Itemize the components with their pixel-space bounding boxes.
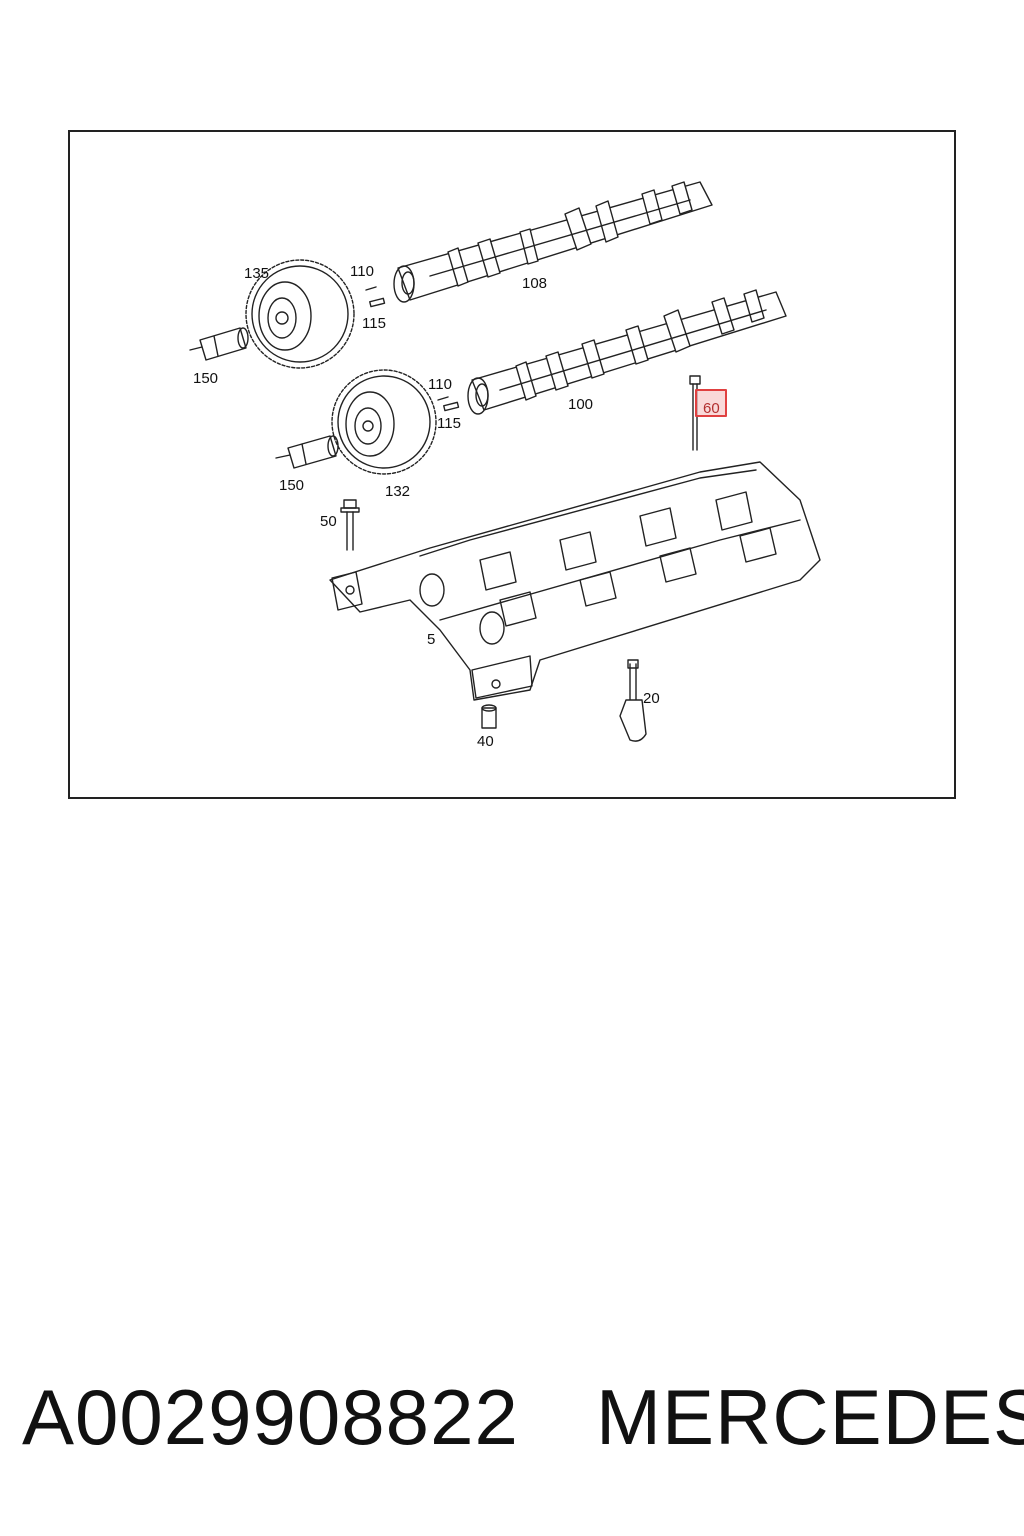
callout-100: 100 bbox=[568, 396, 593, 413]
callout-40: 40 bbox=[477, 733, 494, 750]
callout-20: 20 bbox=[643, 690, 660, 707]
camshaft-carrier-5 bbox=[329, 461, 821, 701]
diagram-frame bbox=[68, 130, 956, 799]
callout-60: 60 bbox=[703, 400, 720, 417]
brand-name: MERCEDES bbox=[596, 1373, 1024, 1461]
callout-110-upper: 110 bbox=[350, 263, 374, 280]
callout-115-upper: 115 bbox=[362, 315, 386, 332]
bolt-50 bbox=[340, 499, 360, 551]
sensor-20 bbox=[619, 659, 647, 742]
camshaft-adjuster-132 bbox=[331, 369, 437, 475]
callout-50: 50 bbox=[320, 513, 337, 530]
camshaft-adjuster-135 bbox=[245, 259, 355, 369]
part-number: A0029908822 bbox=[22, 1373, 519, 1461]
callout-110-lower: 110 bbox=[428, 376, 452, 393]
highlight-box-60 bbox=[695, 389, 727, 417]
camshaft-108 bbox=[393, 181, 713, 303]
pins-110-115-lower bbox=[437, 396, 460, 412]
camshaft-100 bbox=[467, 289, 787, 415]
footer: A0029908822 MERCEDES bbox=[0, 1372, 1024, 1472]
pins-110-115-upper bbox=[365, 286, 386, 308]
callout-115-lower: 115 bbox=[437, 415, 461, 432]
callout-132: 132 bbox=[385, 483, 410, 500]
sleeve-40 bbox=[481, 704, 497, 729]
callout-108: 108 bbox=[522, 275, 547, 292]
central-valve-150-lower bbox=[275, 435, 339, 469]
callout-150-upper: 150 bbox=[193, 370, 218, 387]
callout-150-lower: 150 bbox=[279, 477, 304, 494]
central-valve-150-upper bbox=[189, 327, 249, 361]
callout-135: 135 bbox=[244, 265, 269, 282]
callout-5: 5 bbox=[427, 631, 435, 648]
